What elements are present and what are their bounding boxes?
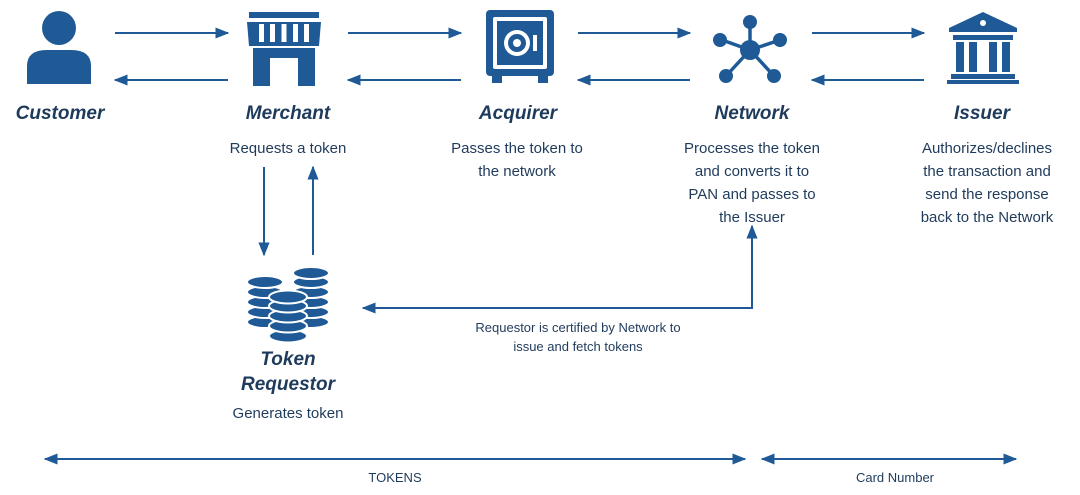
card-number-range-label: Card Number	[855, 470, 935, 485]
bank-icon	[947, 12, 1019, 84]
requestor-note-line: Requestor is certified by Network to	[475, 320, 681, 335]
acquirer-description: Passes the token to the network	[428, 137, 606, 183]
coin-stacks-icon	[246, 266, 330, 344]
network-hub-icon	[713, 15, 787, 83]
token-requestor-title-line: Token	[260, 349, 316, 370]
token-requestor-title: Token Requestor	[208, 347, 368, 397]
network-description-line: PAN and passes to	[688, 186, 816, 203]
acquirer-description-line: Passes the token to	[451, 140, 583, 157]
network-description-line: the Issuer	[719, 209, 785, 226]
issuer-title: Issuer	[954, 103, 1010, 124]
network-description: Processes the token and converts it to P…	[660, 137, 844, 229]
issuer-description-line: send the response	[925, 186, 1049, 203]
network-title: Network	[714, 103, 790, 124]
storefront-icon	[247, 12, 321, 86]
safe-icon	[486, 10, 554, 83]
issuer-description: Authorizes/declines the transaction and …	[896, 137, 1078, 229]
requestor-note-line: issue and fetch tokens	[513, 339, 643, 354]
token-requestor-description: Generates token	[232, 405, 344, 422]
issuer-description-line: back to the Network	[920, 209, 1054, 226]
acquirer-title: Acquirer	[478, 103, 558, 124]
token-requestor-title-line: Requestor	[241, 374, 335, 395]
tokens-range-label: TOKENS	[368, 470, 422, 485]
network-description-line: Processes the token	[684, 140, 820, 157]
person-icon	[27, 11, 91, 84]
network-description-line: and converts it to	[694, 163, 810, 180]
acquirer-description-line: the network	[478, 163, 556, 180]
issuer-description-line: Authorizes/declines	[921, 140, 1053, 157]
merchant-description: Requests a token	[229, 140, 347, 157]
issuer-description-line: the transaction and	[923, 163, 1051, 180]
requestor-certification-note: Requestor is certified by Network to iss…	[440, 318, 716, 356]
customer-title: Customer	[15, 103, 105, 124]
merchant-title: Merchant	[245, 103, 331, 124]
arrow-network-requestor-link	[361, 224, 758, 314]
